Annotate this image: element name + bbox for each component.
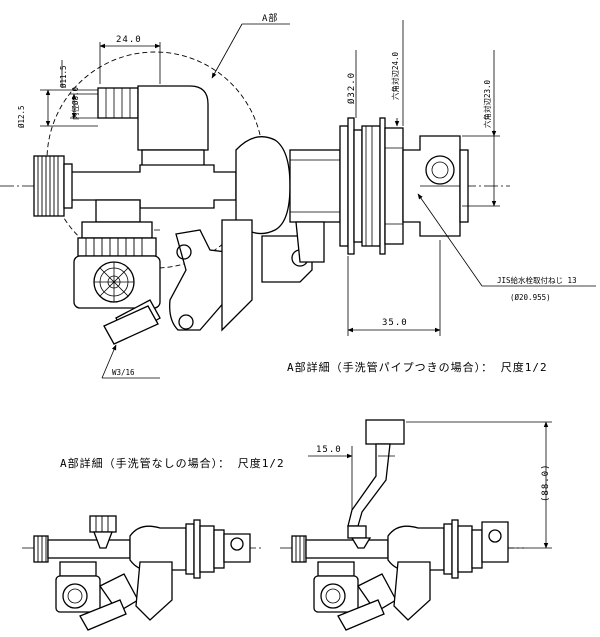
dim-hex24-label: 六角対辺24.0 xyxy=(390,51,400,100)
detail-with-pipe: 15.0 (88.0) xyxy=(280,419,552,631)
adjust-knob xyxy=(33,155,73,217)
dim-hex23: 六角対辺23.0 xyxy=(462,50,500,207)
dim-35: 35.0 xyxy=(347,240,441,336)
jis-label: JIS給水栓取付ねじ 13 xyxy=(497,275,577,285)
dim-d32: Ø32.0 xyxy=(346,50,357,118)
dim-24-label: 24.0 xyxy=(116,35,142,45)
dim-d11-5-label: Ø11.5 xyxy=(59,65,68,88)
dim-88-label: (88.0) xyxy=(541,463,551,502)
dim-d32-label: Ø32.0 xyxy=(346,72,357,104)
dim-d12-5-label: Ø12.5 xyxy=(17,105,26,128)
jis-sub-label: (Ø20.955) xyxy=(510,293,551,302)
callout-a-label: A部 xyxy=(262,12,278,24)
dim-35-label: 35.0 xyxy=(382,318,408,328)
w-label: W3/16 xyxy=(112,368,135,377)
dim-hex23-label: 六角対辺23.0 xyxy=(482,79,492,128)
dim-15-label: 15.0 xyxy=(316,445,342,455)
main-view: 24.0 A部 Ø12.5 Ø11.5 内径Ø8.0 Ø32.0 xyxy=(0,12,596,379)
dim-hex24: 六角対辺24.0 xyxy=(390,20,404,127)
dim-inner-d8-label: 内径Ø8.0 xyxy=(70,86,80,120)
float-assembly xyxy=(73,199,325,339)
dim-left-diameters: Ø12.5 Ø11.5 内径Ø8.0 xyxy=(17,60,98,128)
callout-a: A部 xyxy=(211,12,290,79)
caption-with-pipe: A部詳細（手洗管パイプつきの場合）： 尺度1/2 xyxy=(287,360,548,374)
hose-nozzle xyxy=(97,87,139,119)
valve-body xyxy=(69,117,469,255)
w-callout: W3/16 xyxy=(101,305,160,379)
jis-callout: JIS給水栓取付ねじ 13 (Ø20.955) xyxy=(417,193,596,302)
caption-without-pipe: A部詳細（手洗管なしの場合）： 尺度1/2 xyxy=(60,456,285,470)
detail-without-pipe: A部詳細（手洗管なしの場合）： 尺度1/2 xyxy=(22,456,285,631)
dim-24: 24.0 xyxy=(99,35,161,84)
